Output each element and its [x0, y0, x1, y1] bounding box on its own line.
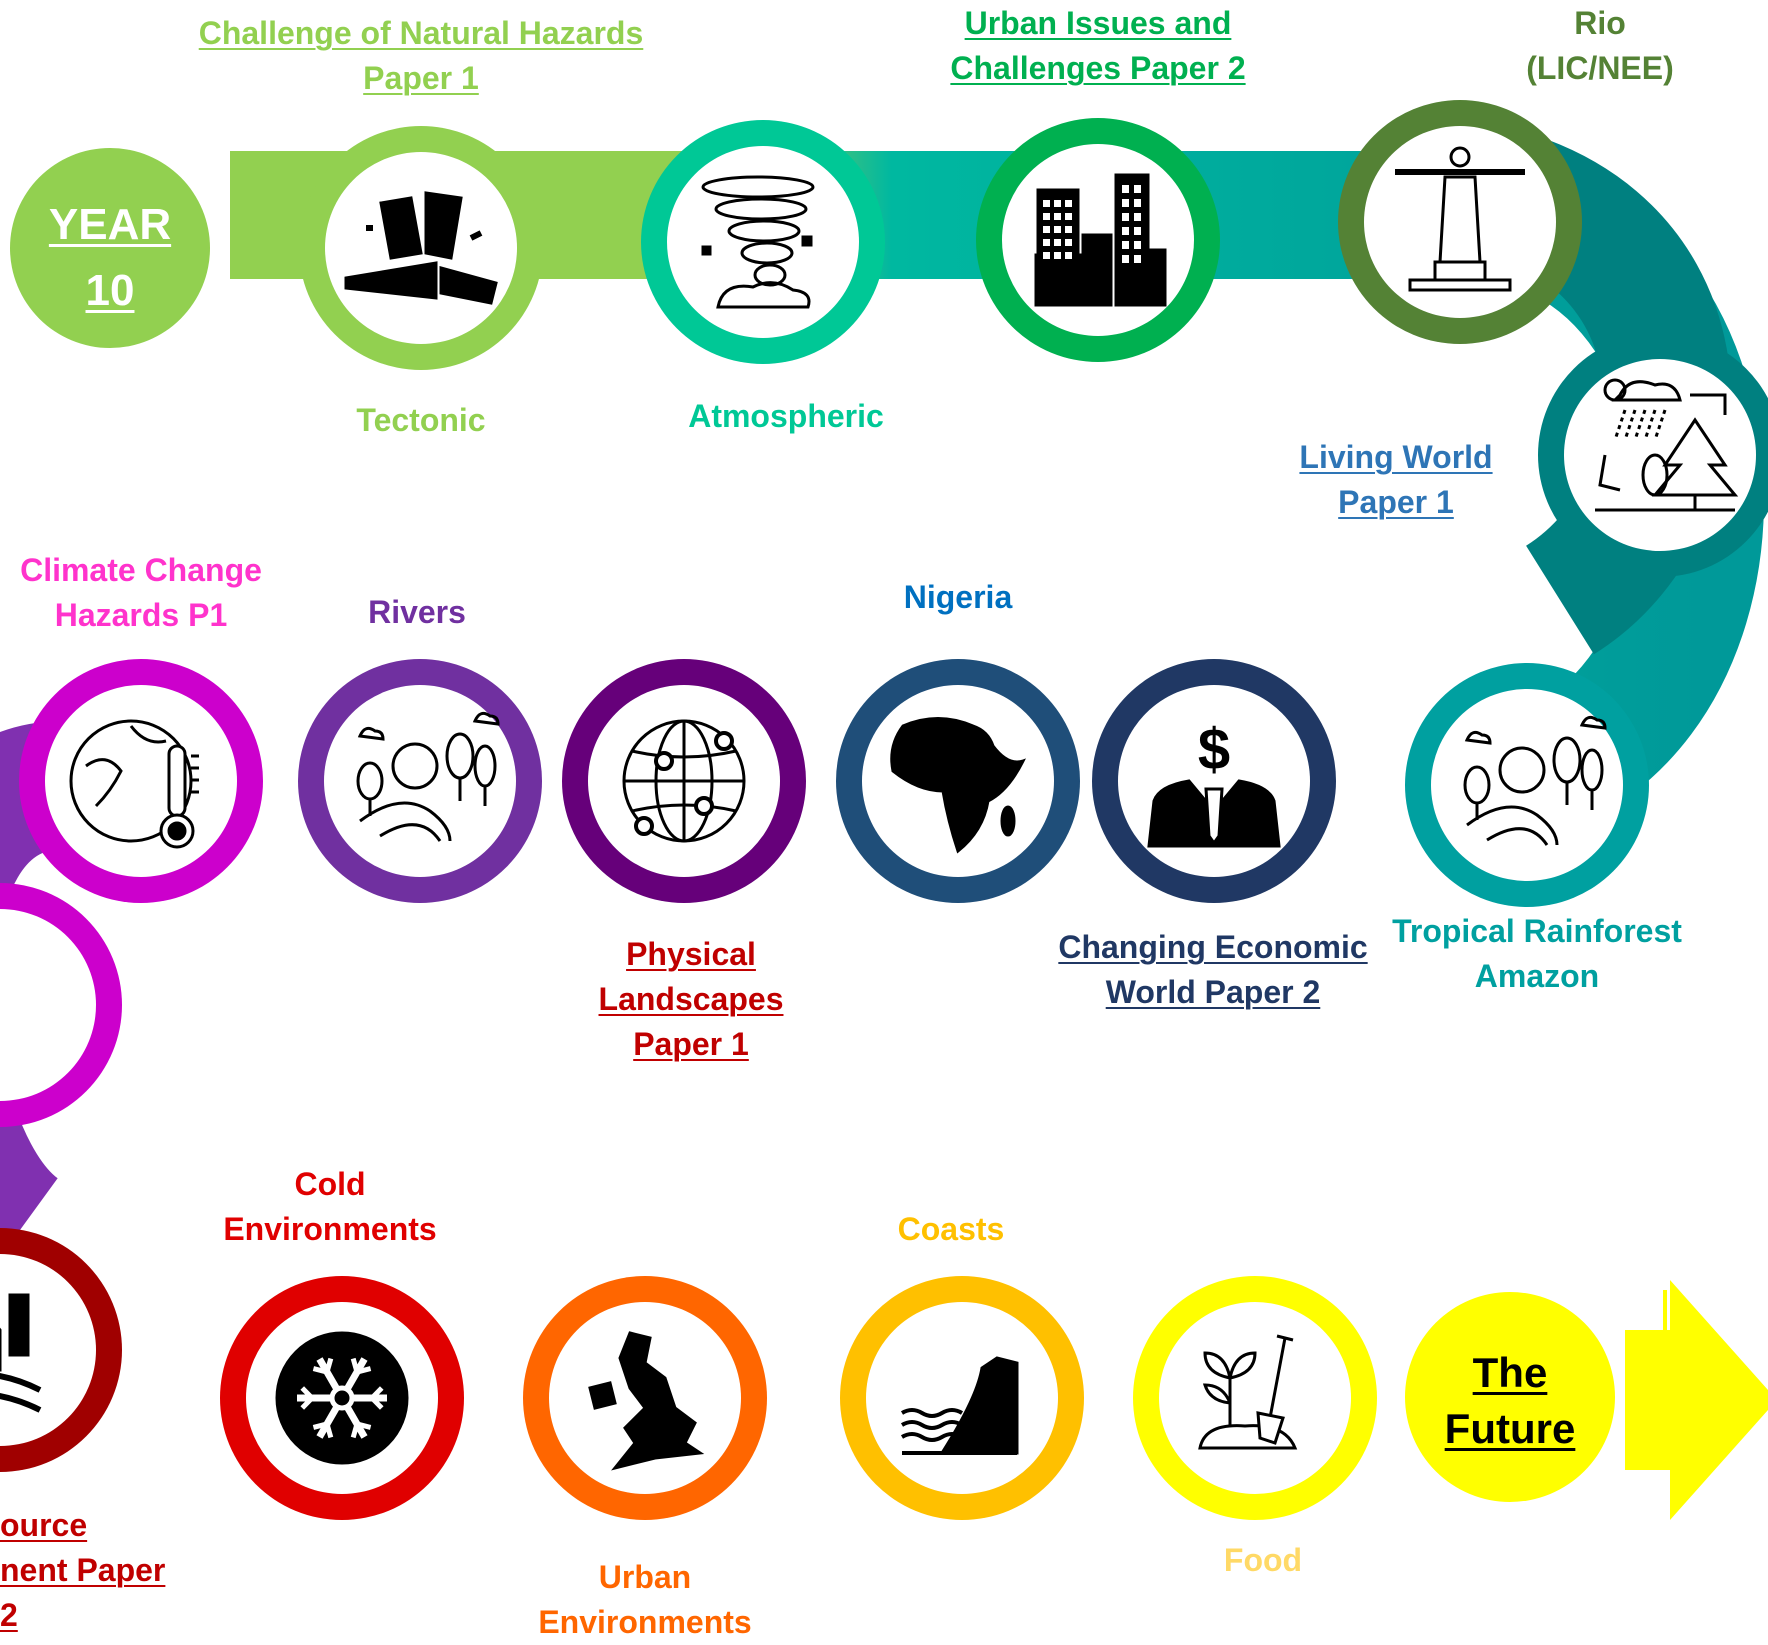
earthquake-icon	[344, 191, 498, 305]
tornado-icon	[701, 175, 815, 309]
globe-network-icon	[622, 719, 746, 843]
christ-redeemer-icon	[1395, 146, 1525, 292]
businessman-dollar-icon: $	[1147, 717, 1281, 848]
nigeria-label: Nigeria	[903, 579, 1013, 615]
coasts-label: Coasts	[897, 1211, 1005, 1247]
topic-ring-inner	[1159, 1302, 1351, 1494]
uk-map-icon	[588, 1331, 705, 1471]
rivers-label: Rivers	[368, 594, 466, 630]
topic-ring-inner	[0, 909, 96, 1101]
plant-shovel-icon	[1198, 1334, 1298, 1450]
cliff-waves-icon	[900, 1356, 1019, 1455]
rio-label: Rio(LIC/NEE)	[1526, 5, 1674, 86]
svg-text:$: $	[1198, 717, 1230, 782]
the-future-badge	[1405, 1292, 1615, 1502]
future-arrow	[1625, 1280, 1768, 1520]
tectonic-label: Tectonic	[356, 402, 486, 438]
africa-map-icon	[890, 717, 1026, 854]
topic-ring-inner	[45, 685, 237, 877]
city-buildings-icon	[1034, 173, 1167, 307]
topic-ring-inner	[324, 685, 516, 877]
year-10-label[interactable]: YEAR 10	[48, 200, 172, 315]
atmospheric-label: Atmospheric	[688, 398, 884, 434]
topic-ring-inner	[866, 1302, 1058, 1494]
food-label: Food	[1223, 1542, 1303, 1578]
snowflake-icon	[275, 1331, 409, 1465]
water-cycle-tree-icon	[1595, 378, 1739, 512]
landscape-river-icon	[356, 711, 500, 842]
the-future-label[interactable]: The Future	[1444, 1349, 1576, 1452]
farm-barn-icon	[0, 1293, 42, 1413]
landscape-river-icon	[1463, 715, 1607, 846]
year-10-badge	[10, 148, 210, 348]
topic-ring-inner	[1431, 689, 1623, 881]
earth-thermometer-icon	[69, 719, 199, 849]
